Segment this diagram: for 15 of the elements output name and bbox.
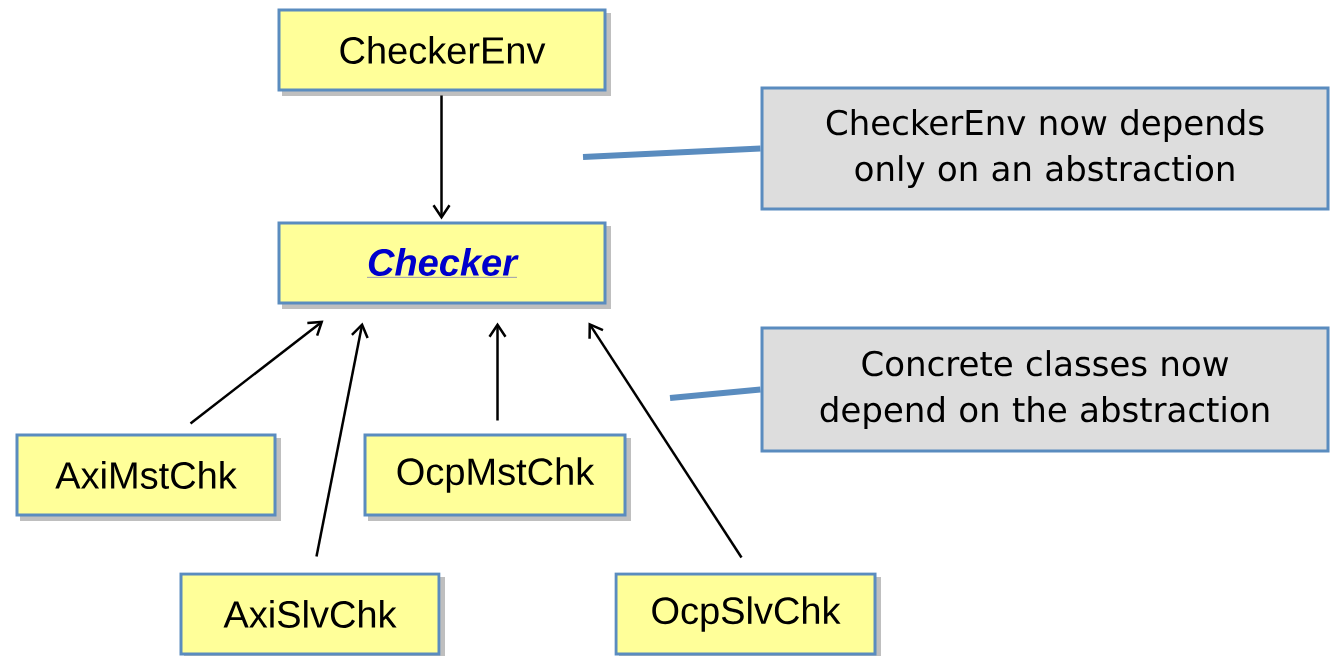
arrow xyxy=(432,95,451,220)
class-box: OcpSlvChk xyxy=(614,572,881,656)
class-box: AxiMstChk xyxy=(15,433,281,521)
leader-line xyxy=(669,386,761,401)
note-box: CheckerEnv now depends only on an abstraction xyxy=(760,86,1330,211)
class-box: CheckerEnv xyxy=(277,8,611,96)
arrow xyxy=(588,322,743,559)
abstract-class-box: Checker xyxy=(277,221,611,309)
class-box: OcpMstChk xyxy=(363,433,631,521)
arrow xyxy=(315,322,369,557)
arrow xyxy=(189,320,324,425)
arrow xyxy=(488,322,507,421)
note-box: Concrete classes now depend on the abstraction xyxy=(760,326,1330,453)
class-box: AxiSlvChk xyxy=(179,572,445,656)
leader-line xyxy=(582,145,761,160)
